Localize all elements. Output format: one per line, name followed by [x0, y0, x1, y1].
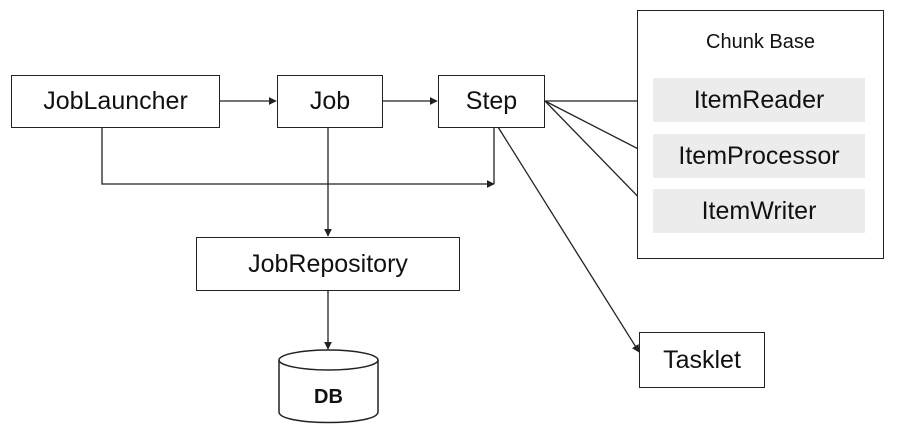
- chunk-base-title: Chunk Base: [706, 31, 815, 53]
- arrow-step-to-tasklet: [497, 126, 640, 353]
- tasklet-label: Tasklet: [663, 345, 741, 374]
- chunk-base-container: Chunk Base ItemReader ItemProcessor Item…: [637, 10, 884, 259]
- chunk-item-itemwriter: ItemWriter: [653, 189, 865, 233]
- db-cylinder: DB: [277, 348, 380, 426]
- tasklet-box: Tasklet: [639, 332, 765, 388]
- chunk-item-itemprocessor: ItemProcessor: [653, 134, 865, 178]
- jobrepository-box: JobRepository: [196, 237, 460, 291]
- db-label: DB: [314, 386, 343, 408]
- arrow-step-to-itemwriter: [544, 100, 653, 212]
- chunk-item-itemreader: ItemReader: [653, 78, 865, 122]
- step-box: Step: [438, 75, 545, 128]
- jobrepository-label: JobRepository: [248, 249, 408, 278]
- connector-joblauncher-step-bus: [101, 127, 495, 188]
- step-label: Step: [465, 87, 518, 115]
- arrow-step-to-itemprocessor: [544, 100, 653, 157]
- joblauncher-label: JobLauncher: [43, 87, 188, 115]
- job-label: Job: [309, 87, 351, 115]
- joblauncher-box: JobLauncher: [11, 75, 220, 128]
- job-box: Job: [277, 75, 383, 128]
- database-icon: [278, 349, 379, 424]
